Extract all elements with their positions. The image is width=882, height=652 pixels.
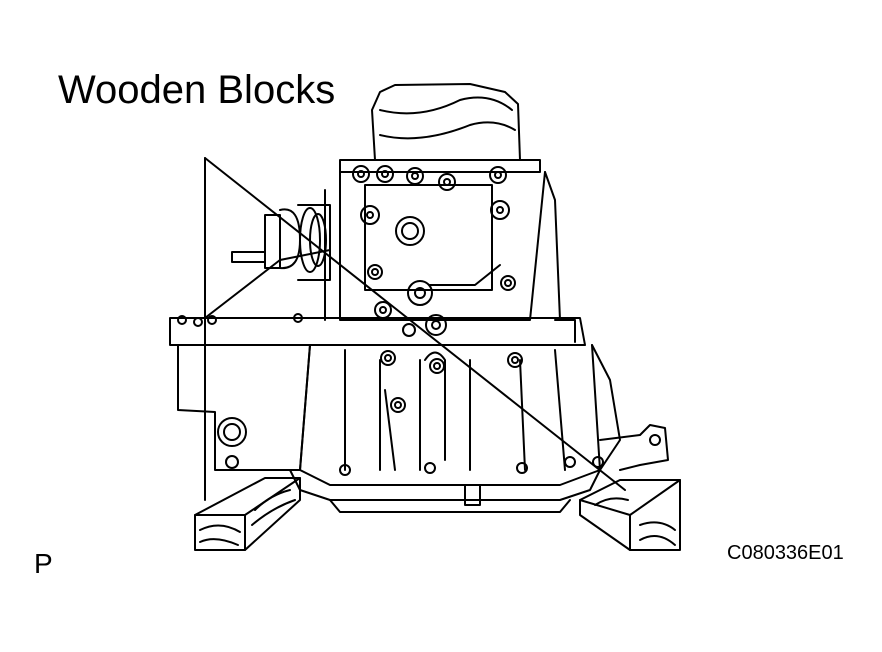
linkage-bolts xyxy=(374,264,501,337)
callout-label-wooden-blocks: Wooden Blocks xyxy=(58,68,336,112)
right-bracket xyxy=(599,424,669,471)
upper-bolts xyxy=(352,165,516,291)
left-shaft xyxy=(231,204,331,281)
lower-bolts xyxy=(217,350,604,476)
bottom-pan xyxy=(289,469,601,513)
housing-top-cover xyxy=(339,83,541,173)
left-wooden-block-icon xyxy=(194,477,301,551)
right-wooden-block-icon xyxy=(579,479,681,551)
upper-housing xyxy=(324,171,561,321)
callout-leader-lines xyxy=(204,157,626,501)
center-plug xyxy=(395,216,425,246)
mounting-flange xyxy=(169,249,586,346)
view-letter: P xyxy=(34,548,53,579)
figure-code: C080336E01 xyxy=(727,542,844,564)
lower-case xyxy=(177,344,621,486)
